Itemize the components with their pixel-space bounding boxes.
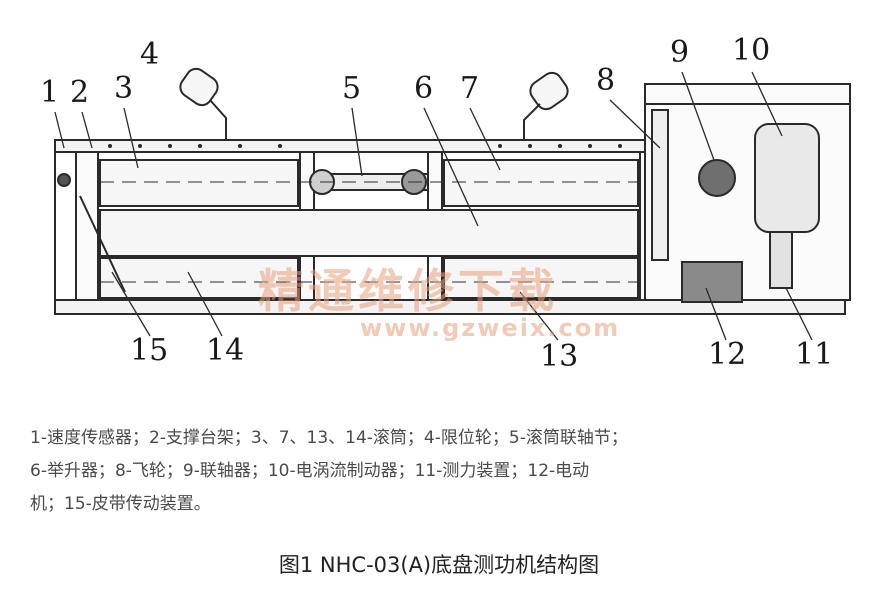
lifter-6 <box>99 209 639 257</box>
callout-5: 5 <box>342 71 362 106</box>
figure-caption: 图1 NHC-03(A)底盘测功机结构图 <box>278 553 600 577</box>
roller-3 <box>99 159 299 207</box>
callout-12: 12 <box>708 337 747 372</box>
callout-10: 10 <box>732 33 771 68</box>
top-rail <box>54 139 646 153</box>
limit-wheel-right <box>523 71 569 140</box>
limit-wheel-left <box>179 67 227 140</box>
speed-sensor-1 <box>57 173 71 187</box>
callout-15: 15 <box>130 333 169 368</box>
motor-12 <box>681 261 743 303</box>
coupling-9 <box>698 159 736 197</box>
legend-line-2: 6-举升器；8-飞轮；9-联轴器；10-电涡流制动器；11-测力装置；12-电动 <box>30 461 590 481</box>
callout-8: 8 <box>596 63 616 98</box>
force-device-11 <box>769 231 793 289</box>
support-frame-left <box>75 151 99 301</box>
callout-13: 13 <box>540 339 579 374</box>
roller-13 <box>443 257 639 299</box>
legend: 1-速度传感器；2-支撑台架；3、7、13、14-滚筒；4-限位轮；5-滚筒联轴… <box>30 422 860 521</box>
callout-1: 1 <box>40 75 60 110</box>
legend-line-3: 机；15-皮带传动装置。 <box>30 494 211 514</box>
callout-7: 7 <box>460 71 480 106</box>
legend-line-1: 1-速度传感器；2-支撑台架；3、7、13、14-滚筒；4-限位轮；5-滚筒联轴… <box>30 428 628 448</box>
belt-drive-15 <box>79 195 126 293</box>
callout-2: 2 <box>70 75 90 110</box>
callout-6: 6 <box>414 71 434 106</box>
bottom-rail <box>54 299 846 315</box>
eddy-brake-10 <box>754 123 820 233</box>
callout-3: 3 <box>114 71 134 106</box>
flywheel-8 <box>651 109 669 261</box>
callout-14: 14 <box>206 333 245 368</box>
watermark-url: www.gzweix.com <box>360 314 621 342</box>
callout-11: 11 <box>795 337 834 372</box>
roller-7 <box>443 159 639 207</box>
callout-4: 4 <box>140 37 160 72</box>
watermark-text: 精通维修下载 <box>258 264 558 318</box>
callout-9: 9 <box>670 35 690 70</box>
